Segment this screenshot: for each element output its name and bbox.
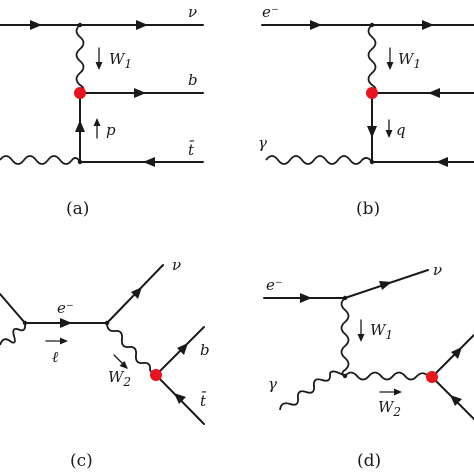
panel-a: ν W1 b p t̄ (a) [0, 3, 204, 219]
fermion-line-incoming-c [0, 293, 26, 324]
arrow-icon [422, 20, 434, 30]
arrow-icon [131, 287, 142, 299]
caption-c: (c) [70, 451, 93, 471]
arrow-icon [357, 334, 365, 342]
arrow-icon [60, 318, 72, 328]
red-vertex-a [74, 87, 86, 99]
red-vertex-d [426, 371, 438, 383]
w2-boson-c [106, 322, 157, 376]
arrow-icon [75, 120, 85, 132]
arrow-icon [300, 293, 312, 303]
photon-c [0, 322, 27, 346]
arrow-icon [174, 393, 186, 404]
label-gamma-b: γ [258, 134, 267, 152]
arrow-icon [119, 361, 128, 369]
label-p-a: p [106, 121, 116, 139]
arrow-icon [310, 20, 322, 30]
label-w1-d: W1 [370, 321, 393, 342]
panel-d: e⁻ ν W1 γ W2 (d) [263, 261, 474, 471]
arrow-icon [177, 343, 188, 355]
arrow-icon [60, 337, 68, 345]
arrow-icon [451, 347, 462, 359]
photon-d [279, 370, 346, 411]
vertex-bottom-a [77, 159, 83, 165]
label-ell-c: ℓ [52, 348, 58, 366]
vertex-bottom-b [369, 159, 375, 165]
photon-a [0, 155, 81, 165]
arrow-icon [394, 388, 402, 396]
arrow-icon [379, 281, 392, 290]
arrow-icon [30, 20, 42, 30]
label-w1-a: W1 [109, 50, 132, 71]
w1-boson-d [340, 297, 350, 377]
label-w1-b: W1 [398, 50, 421, 71]
label-nu-a: ν [188, 3, 197, 21]
caption-a: (a) [66, 199, 89, 219]
arrow-icon [428, 88, 440, 98]
arrow-icon [450, 395, 462, 406]
label-e-c: e⁻ [57, 299, 74, 317]
label-b-a: b [188, 71, 198, 89]
caption-b: (b) [356, 199, 380, 219]
label-nu-d: ν [433, 261, 442, 279]
arrow-icon [367, 126, 377, 138]
panel-c: ν e⁻ ℓ W2 b t̄ (c) [0, 256, 210, 471]
arrow-icon [436, 157, 448, 167]
arrow-icon [134, 88, 146, 98]
label-nu-c: ν [172, 256, 181, 274]
caption-d: (d) [357, 451, 381, 471]
label-tbar-c: t̄ [200, 392, 207, 410]
label-e-d: e⁻ [266, 276, 283, 294]
label-w2-c: W2 [108, 368, 131, 389]
arrow-icon [386, 62, 394, 70]
label-tbar-a: t̄ [188, 141, 195, 159]
arrow-icon [136, 20, 148, 30]
arrow-icon [95, 62, 103, 70]
arrow-icon [143, 157, 155, 167]
w1-boson-b [367, 24, 377, 94]
red-vertex-b [366, 87, 378, 99]
label-w2-d: W2 [378, 398, 401, 419]
w1-boson-a [75, 24, 85, 94]
vertex-bottom-d [342, 373, 348, 379]
label-gamma-d: γ [268, 375, 277, 393]
label-q-b: q [396, 121, 406, 139]
w2-boson-d [344, 371, 430, 381]
photon-b [265, 155, 373, 165]
fermion-line-up-d [431, 334, 474, 378]
panel-b: e⁻ W1 q γ (b) [258, 3, 474, 219]
arrow-icon [385, 130, 393, 138]
label-b-c: b [200, 341, 210, 359]
label-e-b: e⁻ [262, 3, 279, 21]
arrow-icon [93, 118, 101, 126]
red-vertex-c [150, 369, 162, 381]
